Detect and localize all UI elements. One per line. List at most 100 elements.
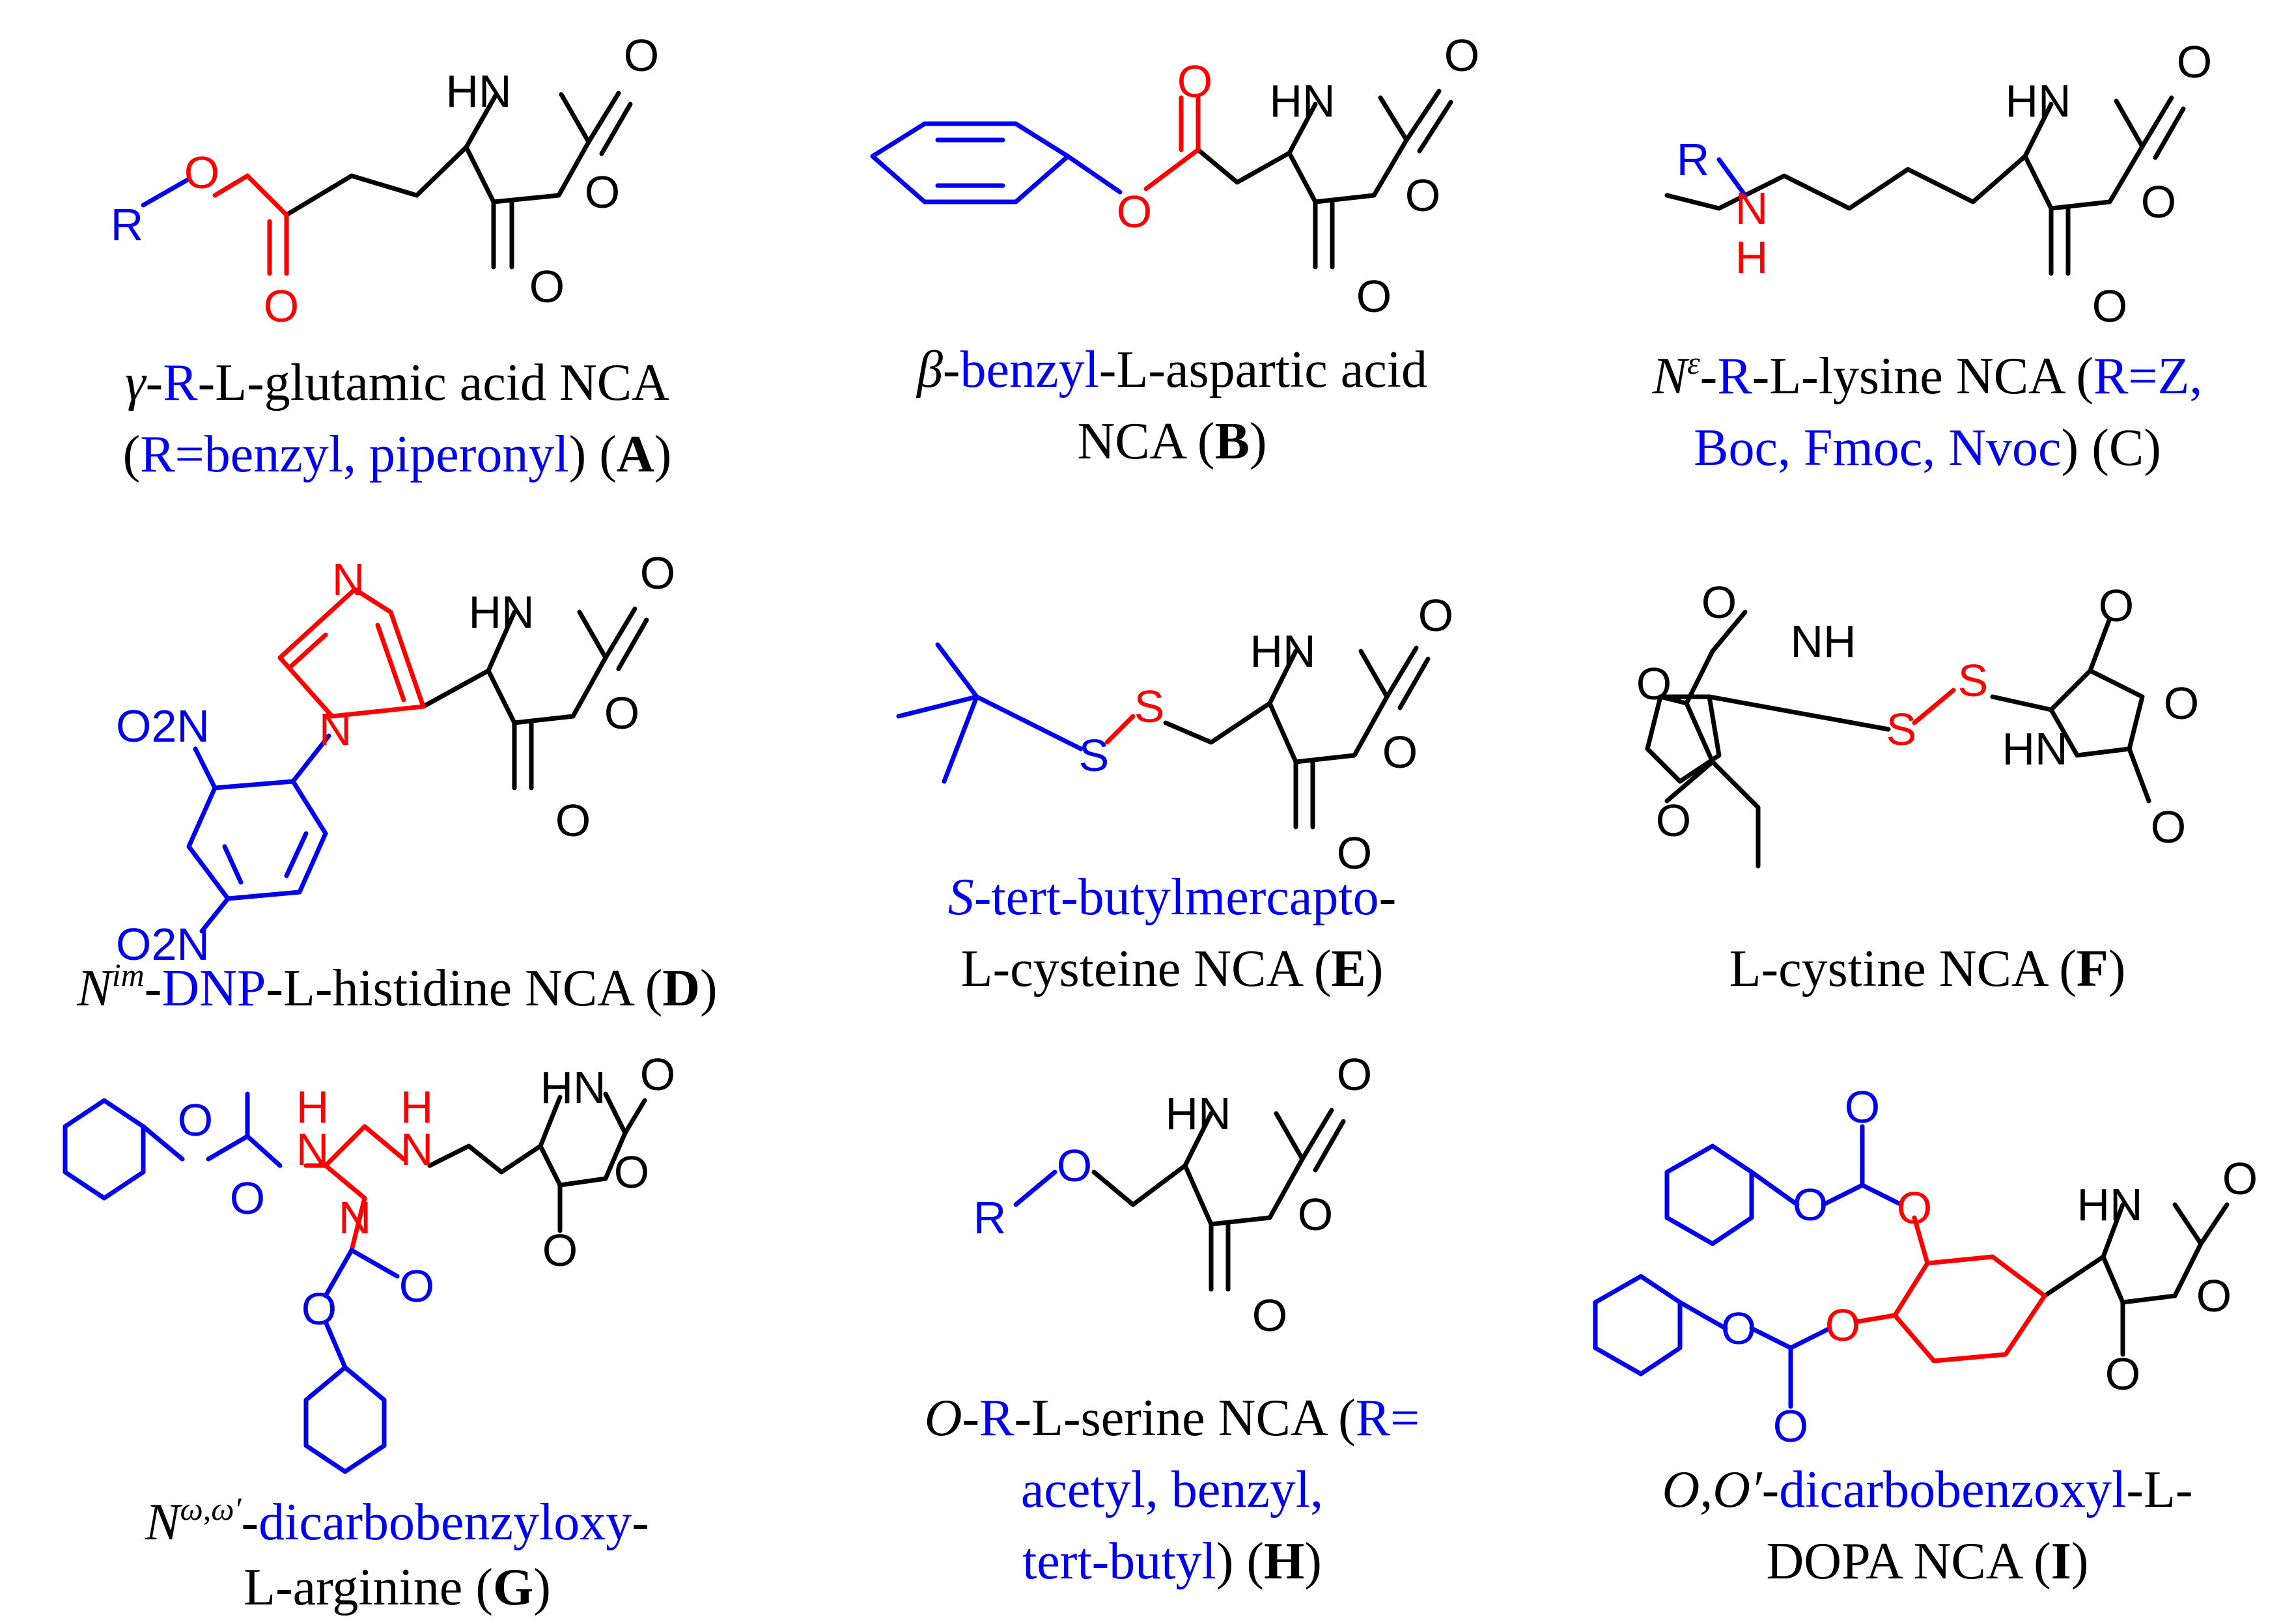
bond-i1: [2198, 1202, 2230, 1246]
bond-e7: [935, 642, 979, 699]
bond-d1: [603, 606, 637, 660]
caption-g-letter: G: [492, 1559, 534, 1616]
bond-g8: [141, 1124, 185, 1162]
bond-f2: [1710, 759, 1761, 869]
atom-e-o1: O: [1418, 590, 1453, 641]
bond-d11: [193, 746, 217, 791]
bond-i10: [1788, 1326, 1832, 1351]
atom-c-r: R: [1677, 134, 1710, 185]
bond-f1: [1710, 609, 1748, 654]
caption-h-letter: H: [1264, 1533, 1305, 1590]
atom-h-o3: O: [1252, 1290, 1287, 1341]
atom-b-hn: HN: [1269, 76, 1335, 126]
caption-c-group3: Boc, Fmoc, Nvoc: [1694, 419, 2062, 477]
atom-i-o4: O: [1897, 1183, 1932, 1233]
caption-h-line2: acetyl, benzyl,: [814, 1459, 1530, 1521]
bond-f5: [1912, 688, 1956, 725]
caption-b-end: ): [1249, 413, 1267, 470]
atom-g-nh1: N: [400, 1124, 434, 1175]
caption-g-line1: Nω,ω′-dicarbobenzyloxy-: [39, 1491, 755, 1554]
guanidine-g: [323, 1124, 367, 1201]
bond-b2: [1417, 100, 1453, 154]
bond-f8: [2127, 746, 2151, 804]
nca-ring-d: [486, 609, 608, 725]
chain-a: [284, 145, 469, 217]
atom-c-o2: O: [2141, 176, 2176, 227]
caption-f-end: ): [2108, 940, 2126, 998]
bond-d6: [375, 623, 406, 703]
imidazole-d: [277, 587, 426, 719]
atom-a-o3: O: [529, 261, 565, 312]
atom-c-hn: HN: [2005, 76, 2071, 126]
atom-f-o2: O: [1636, 658, 1672, 709]
bond-g10: [349, 1248, 400, 1279]
bond-i8: [1821, 1183, 1865, 1207]
atom-b-o2: O: [1405, 170, 1440, 221]
caption-a-group2: R=benzyl, piperonyl: [140, 426, 569, 483]
nca-ring-c: [2022, 98, 2145, 211]
atom-e-s1: S: [1134, 681, 1165, 732]
atom-d-n1: N: [332, 554, 365, 605]
nca-ring-h: [1182, 1111, 1305, 1227]
bond-d8: [290, 733, 331, 784]
caption-e-suffix: -: [1378, 869, 1397, 926]
caption-i-suffix: -L-: [2126, 1461, 2193, 1519]
bond-d7: [287, 632, 328, 670]
atom-c-h: H: [1735, 232, 1769, 283]
caption-a-prefix: γ-: [125, 354, 163, 412]
atom-h-o2: O: [1298, 1189, 1333, 1240]
atom-g-h2: H: [296, 1082, 329, 1132]
atom-h-o1: O: [1337, 1049, 1372, 1100]
caption-f-line1: L-cystine NCA (F): [1589, 938, 2266, 1000]
bond-d5: [421, 668, 491, 709]
caption-i-text: DOPA NCA (: [1766, 1533, 2051, 1590]
structure-b: HN O O O O O: [870, 30, 1479, 322]
atom-g-h1: H: [400, 1082, 434, 1132]
atom-e-o2: O: [1382, 727, 1418, 777]
structure-i: HN O O O O O O O O O: [1593, 1082, 2258, 1451]
atom-i-o1: O: [2222, 1153, 2258, 1204]
caption-h-group: R: [979, 1390, 1015, 1447]
ester-a: [212, 173, 289, 217]
atom-h-r: R: [973, 1192, 1007, 1243]
caption-i-dash: -: [1761, 1461, 1780, 1519]
atom-g-o4: O: [178, 1095, 213, 1145]
atom-d-n2: N: [319, 704, 352, 755]
atom-b-o1: O: [1444, 30, 1479, 81]
caption-c-line1: Nε-R-L-lysine NCA (R=Z,: [1589, 345, 2266, 408]
caption-i-letter: I: [2050, 1533, 2071, 1590]
caption-b-suffix: -L-aspartic acid: [1099, 341, 1427, 399]
bond-f4: [1707, 694, 1891, 732]
nca-ring-b: [1287, 95, 1409, 204]
chain-b: [1196, 147, 1292, 185]
caption-g-dash: -: [241, 1494, 259, 1551]
atom-i-o5: O: [1825, 1300, 1860, 1351]
nca-ring-g: [538, 1091, 628, 1188]
bond-i6: [1860, 1183, 1904, 1207]
atom-g-o1: O: [640, 1049, 675, 1100]
atom-d-no2-1: O2N: [116, 701, 210, 751]
bond-g9: [349, 1196, 367, 1253]
caption-d-suffix: -L-histidine NCA (: [266, 960, 663, 1017]
atom-b-o5: O: [1117, 186, 1152, 237]
caption-e-line2: L-cysteine NCA (E): [814, 938, 1530, 1000]
atom-c-o3: O: [2092, 281, 2127, 331]
bond-d2: [616, 617, 649, 671]
bond-h5: [1013, 1169, 1057, 1207]
bond-b1: [1404, 89, 1442, 143]
bond-f6: [1990, 694, 2054, 712]
caption-e-group: tert-butylmercapto: [991, 869, 1379, 926]
atom-f-o1: O: [1701, 577, 1737, 628]
nca-ring-f-left-poly: [1645, 694, 1722, 784]
atom-h-o4: O: [1057, 1140, 1092, 1191]
caption-g-group: dicarbobenzyloxy: [259, 1494, 632, 1551]
bond-g12: [323, 1319, 348, 1370]
caption-b-prefix: β-: [917, 341, 960, 399]
atom-c-n: N: [1735, 183, 1769, 234]
caption-h-group4: tert-butyl: [1022, 1533, 1216, 1590]
nca-ring-a: [464, 92, 591, 204]
bond-h2: [1313, 1119, 1346, 1173]
atom-a-o5: O: [264, 281, 299, 331]
atom-i-o2: O: [2196, 1270, 2232, 1321]
